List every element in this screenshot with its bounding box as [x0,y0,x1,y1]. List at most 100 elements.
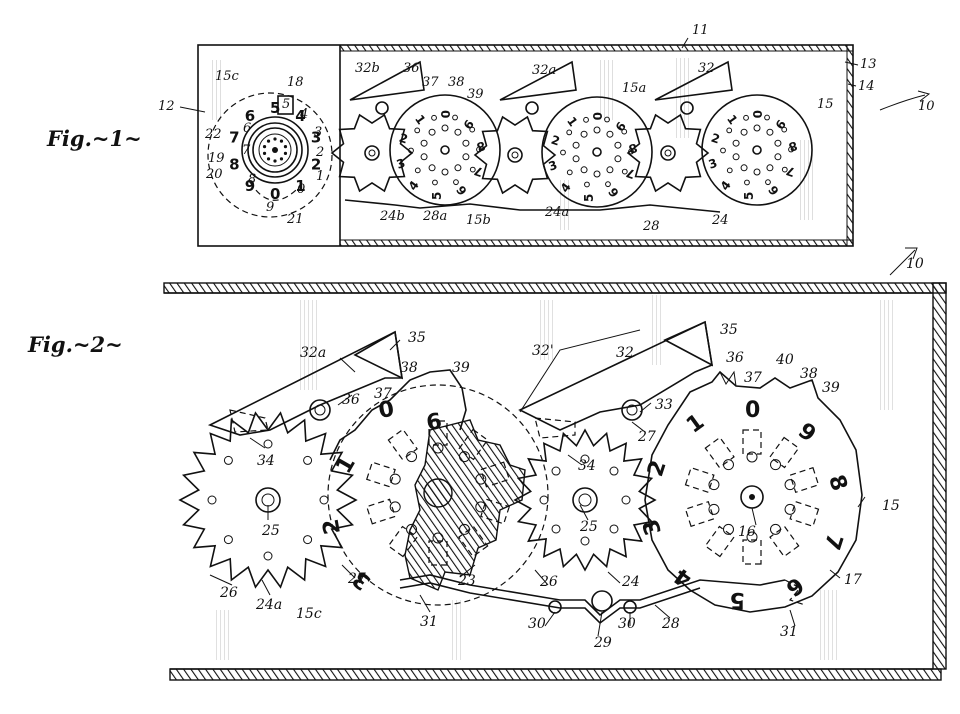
fig1-label: 2 [315,145,324,160]
fig1-label: 21 [286,212,304,227]
fig1-wheel-digit: 8 [475,138,487,154]
fig2-label: 31 [420,614,438,630]
fig1-label: 5 [282,97,290,112]
fig1-wheel-digit: 2 [397,131,409,147]
fig2-label: 24 [621,574,640,590]
fig2-label: 34 [578,458,596,474]
fig2-left-digit: 9 [424,406,443,433]
fig2-pawl-32a [207,330,404,436]
fig2-label: 37 [374,386,392,402]
fig1-star-gear [330,113,414,193]
fig2-carry-bar-28 [399,574,786,617]
fig1-label: 32a [532,63,556,78]
fig2-label: 39 [822,380,840,396]
fig1-arrow-10 [879,94,926,111]
fig2-star-wheel [513,428,657,572]
fig1-dial-digit: 8 [229,155,239,173]
fig2-right-digit: 4 [670,562,697,591]
fig2-left-digit: 1 [332,452,361,478]
fig1-label: 3 [314,125,322,140]
fig2-label: 36 [726,350,744,366]
fig2-label: 15 [882,498,900,514]
fig1-label: 24 [711,213,729,228]
fig2-label: 29 [593,635,612,651]
fig1-label: 24b [379,209,405,224]
fig1-wheel-digit: 3 [395,156,407,172]
fig1-dial-digit: 6 [245,107,255,125]
fig2-label: 40 [775,352,794,368]
fig2-gear-hub [572,487,598,513]
fig2-left-digit: 0 [377,397,396,424]
fig2-label: 26 [539,574,558,590]
fig2-label: 30 [528,616,546,632]
fig2-label: 37 [744,370,762,386]
fig2-left-digit: 2 [319,517,346,536]
fig2-label: 26 [219,585,238,601]
fig1-wheel-digit: 6 [606,185,622,200]
fig1-wheel-digit: 2 [709,131,721,147]
fig2-label: 27 [637,429,656,445]
fig1-label: 15c [215,69,240,84]
fig1-label: 19 [208,151,225,166]
fig2-label: 38 [400,360,418,376]
fig1-wheel-digit: 6 [766,183,782,198]
fig1-wheel-digit: 8 [627,140,639,156]
fig2-right-digit: 9 [793,418,820,447]
fig1-wheel-digit: 0 [438,110,452,118]
fig1-label: 14 [858,79,875,94]
fig1-label: 10 [918,99,935,114]
fig1-number-wheel [701,94,813,206]
fig2-right-digit: 5 [730,587,745,612]
fig1-wheel-digit: 0 [590,112,604,120]
fig2-right-wall [932,282,947,670]
fig1-dial-digit: 2 [311,155,321,173]
fig1-wheel-digit: 7 [472,163,484,179]
fig2-label: 25 [579,519,598,535]
fig1-label: 24a [544,205,569,220]
fig2-right-digit: 2 [643,457,672,479]
fig1-star-gear [473,115,557,195]
fig1-label: 39 [467,87,484,102]
fig1-label: 15a [622,81,646,96]
fig1-wheel-digit: 9 [772,117,788,132]
fig2-label: 31 [780,624,798,640]
fig2-right-digit: 3 [639,516,668,538]
fig2-label: 36 [342,392,360,408]
fig2-top-wall [163,282,947,294]
fig1-label: 13 [860,57,877,72]
fig1-dial-digit: 3 [311,129,321,147]
fig2-label: 30 [618,616,636,632]
fig1-right-wall [846,44,854,247]
fig2-right-digit: 6 [781,571,808,600]
fig1-pawl [654,60,733,101]
fig1-label: 18 [287,75,304,90]
fig1-label: 28a [422,209,447,224]
fig2-label: 32 [616,345,634,361]
fig2-shading [215,295,896,660]
fig1-star-gear [626,113,710,193]
fig1-dial-digit: 1 [295,177,305,195]
fig2-right-digit: 7 [818,530,847,552]
fig1-wheel-digit: 9 [612,119,628,134]
fig1-wheel-digit: 1 [412,112,428,127]
fig2-label: 32a [300,345,326,361]
fig2-label: 35 [408,330,426,346]
fig1-dial-window [207,92,333,218]
fig2-label: 10 [906,256,924,272]
fig1-wheel-digit: 3 [707,156,719,172]
fig1-label: 1 [316,169,324,184]
fig1-dial-digit: 4 [295,107,305,125]
fig2-label: 25 [261,523,280,539]
fig2-label: 23 [457,573,476,589]
fig1-wheel-digit: 6 [454,183,470,198]
fig2-label: 33 [655,397,673,413]
fig1-wheel-digit: 3 [547,158,559,174]
fig1-number-wheel [541,96,653,208]
fig1-dial-digit: 9 [245,177,255,195]
fig1-label: 38 [448,75,465,90]
